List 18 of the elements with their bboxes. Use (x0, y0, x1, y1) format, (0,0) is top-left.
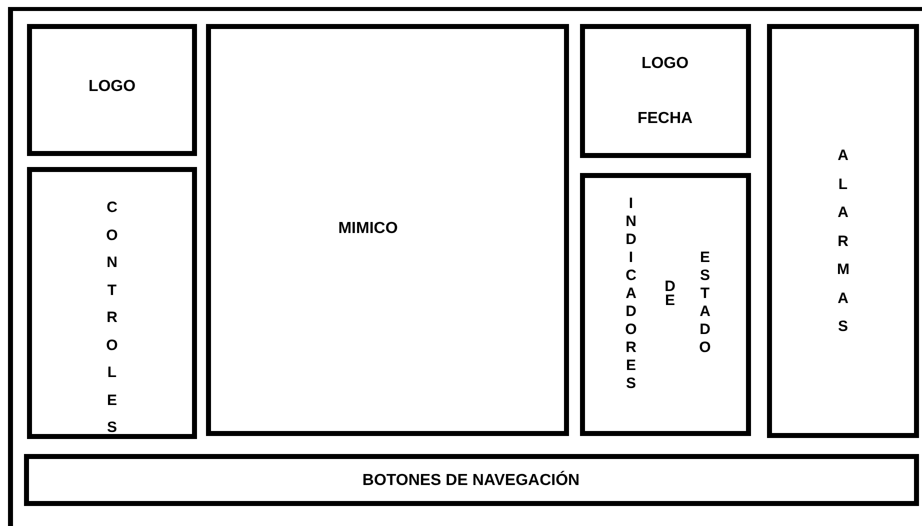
panel-label: DE (664, 280, 676, 308)
panel-label: ESTADO (699, 249, 711, 357)
panel-box (206, 24, 569, 436)
panel-label: ALARMAS (837, 146, 849, 337)
panel-box (27, 167, 197, 439)
panel-box (24, 454, 919, 506)
outer-frame (8, 7, 922, 526)
panel-label: MIMICO (338, 219, 398, 239)
panel-label: LOGO (641, 54, 689, 74)
panel-label: FECHA (637, 109, 693, 129)
panel-box (580, 173, 751, 436)
panel-box (27, 24, 197, 156)
panel-label: CONTROLES (106, 198, 118, 434)
panel-box (580, 24, 751, 158)
panel-label: LOGO (88, 77, 136, 97)
panel-label: BOTONES DE NAVEGACIÓN (362, 471, 580, 491)
panel-label: INDICADORES (625, 195, 637, 393)
panel-box (767, 24, 919, 438)
